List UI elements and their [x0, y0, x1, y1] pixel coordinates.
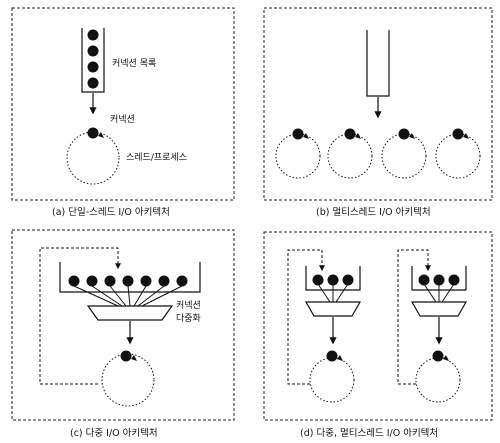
active-connection-dot [398, 128, 410, 140]
multiplexing-label-2: 다중화 [176, 313, 201, 324]
connection-dot [87, 45, 99, 57]
feedback-path [397, 249, 431, 385]
connection-queue [366, 30, 390, 97]
panel-d-frame [263, 231, 493, 421]
thread-arrow-head [355, 133, 361, 139]
fan-line [127, 285, 131, 307]
thread-loop [415, 357, 461, 403]
panel-d [263, 231, 493, 421]
active-connection-dot [326, 350, 338, 362]
active-connection-dot [120, 350, 132, 362]
feedback-path [287, 249, 325, 385]
connection-dot [87, 61, 99, 73]
connection-dot [327, 274, 339, 286]
active-connection-dot [292, 128, 304, 140]
thread-process-label: 스레드/프로세스 [126, 152, 187, 163]
fan-line [91, 285, 123, 307]
connection-dot [312, 274, 324, 286]
panel-b [263, 7, 493, 201]
thread-loop [381, 133, 427, 179]
fan-line [317, 283, 331, 303]
connection-dot [433, 274, 445, 286]
connection-dot [122, 275, 134, 287]
connection-dot [418, 274, 430, 286]
fan-line [109, 285, 127, 307]
multiplexer [410, 301, 468, 317]
panel-c-frame [11, 229, 235, 421]
fan-line [73, 285, 119, 307]
active-connection-dot [87, 127, 99, 139]
connection-dot [342, 274, 354, 286]
thread-loop [275, 133, 321, 179]
multiplexer [304, 301, 362, 317]
thread-loop [66, 131, 120, 185]
thread-arrow-head [337, 355, 343, 361]
thread-loop [327, 133, 373, 179]
connection-dot [176, 275, 188, 287]
fan-line [141, 285, 183, 307]
thread-arrow-head [463, 133, 469, 139]
fan-line [423, 283, 437, 303]
panel-a-caption: (a) 단일-스레드 I/O 아키텍처 [52, 206, 170, 218]
fan-line [137, 285, 165, 307]
thread-loop [309, 357, 355, 403]
connection-dot [140, 275, 152, 287]
fan-line [133, 285, 147, 307]
thread-loop [435, 133, 481, 179]
multiplexer [86, 305, 174, 321]
panel-a: 커넥션 목록 커넥션 스레드/프로세스 [11, 7, 235, 201]
panel-a-frame [11, 7, 235, 201]
connection-queue [81, 28, 105, 93]
connection-dot [448, 274, 460, 286]
connection-tray [59, 262, 201, 293]
connection-dot [104, 275, 116, 287]
connection-dot [86, 275, 98, 287]
fan-line [335, 283, 349, 303]
connection-dot [87, 77, 99, 89]
panel-d-caption: (d) 다중, 멀티스레드 I/O 아키텍처 [300, 427, 438, 438]
connection-dot [87, 29, 99, 41]
active-connection-dot [344, 128, 356, 140]
panel-c-caption: (c) 다중 I/O 아키텍처 [70, 427, 158, 438]
active-connection-dot [452, 128, 464, 140]
fan-line [441, 283, 455, 303]
thread-loop [101, 353, 155, 407]
thread-arrow-head [303, 133, 309, 139]
multiplexing-label-1: 커넥션 [176, 300, 201, 311]
thread-arrow-head [443, 355, 449, 361]
thread-arrow-head [98, 132, 104, 138]
active-connection-dot [432, 350, 444, 362]
panel-c: 커넥션 다중화 [11, 229, 235, 421]
thread-arrow-head [131, 355, 137, 361]
connection-dot [68, 275, 80, 287]
connection-label: 커넥션 [110, 114, 135, 125]
connection-list-label: 커넥션 목록 [112, 58, 156, 69]
connection-dot [158, 275, 170, 287]
panel-b-caption: (b) 멀티스레드 I/O 아키텍처 [316, 206, 431, 218]
thread-arrow-head [409, 133, 415, 139]
